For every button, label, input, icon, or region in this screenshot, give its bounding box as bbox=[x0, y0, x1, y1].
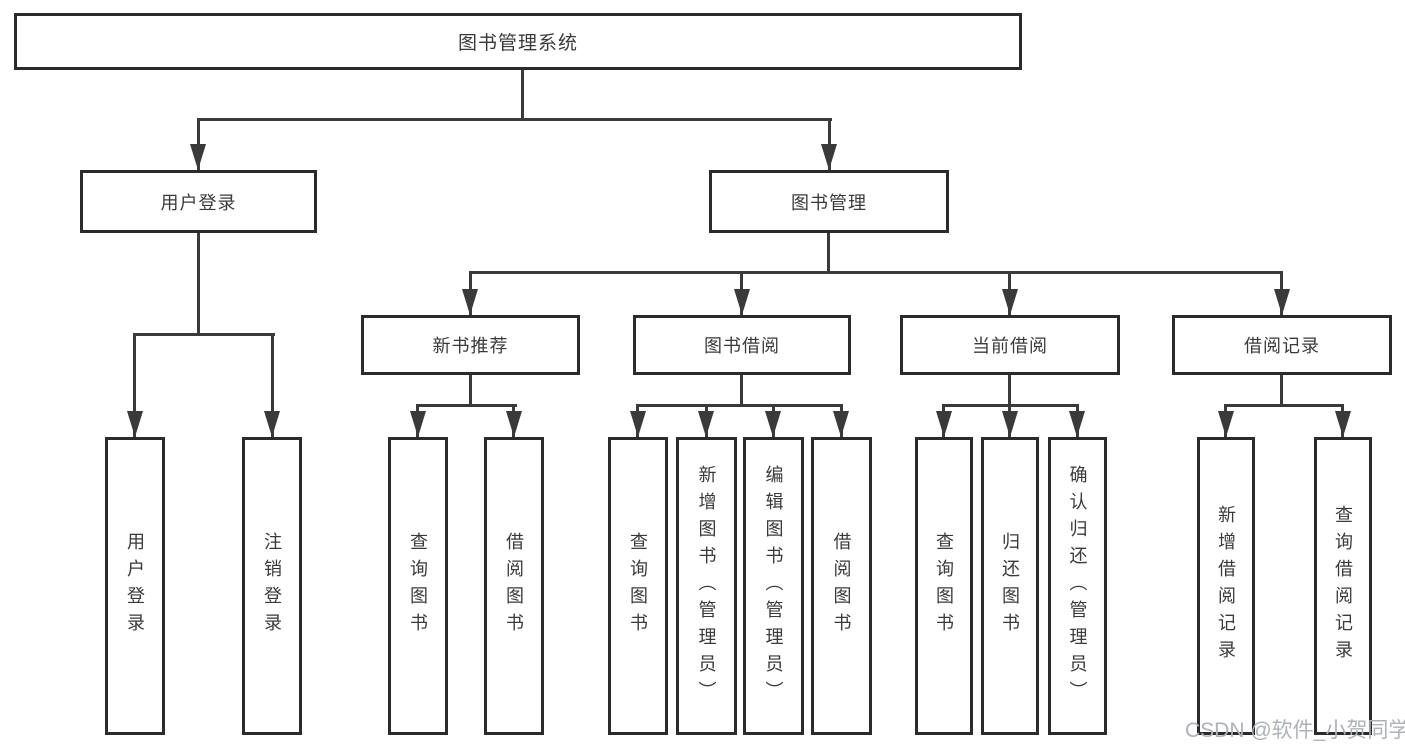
connector-arrowhead bbox=[190, 144, 206, 170]
node-label: 新增图书（管理员） bbox=[696, 464, 717, 708]
node-label: 新书推荐 bbox=[432, 336, 509, 356]
connector-line bbox=[740, 375, 743, 406]
leaf-confirm-return-admin: 确认归还（管理员） bbox=[1048, 437, 1107, 735]
node-label: 归还图书 bbox=[1000, 532, 1020, 640]
node-label: 新增借阅记录 bbox=[1216, 505, 1236, 667]
node-label: 确认归还（管理员） bbox=[1067, 464, 1088, 708]
connector-arrowhead bbox=[1069, 411, 1085, 437]
leaf-query-borrow-record: 查询借阅记录 bbox=[1314, 437, 1372, 735]
connector-arrowhead bbox=[410, 411, 426, 437]
connector-line bbox=[133, 333, 275, 336]
leaf-query-books-recommendation: 查询图书 bbox=[388, 437, 448, 735]
leaf-borrow-books-recommendation: 借阅图书 bbox=[484, 437, 544, 735]
leaf-query-books-borrowing: 查询图书 bbox=[608, 437, 668, 735]
node-label: 借阅图书 bbox=[504, 532, 524, 640]
node-label: 借阅记录 bbox=[1244, 336, 1320, 356]
node-book-management: 图书管理 bbox=[709, 170, 949, 233]
node-label: 查询图书 bbox=[934, 532, 954, 640]
connector-line bbox=[197, 118, 832, 121]
leaf-logout-login: 注销登录 bbox=[242, 437, 302, 735]
node-label: 借阅图书 bbox=[831, 532, 852, 640]
connector-arrowhead bbox=[936, 411, 952, 437]
node-label: 注销登录 bbox=[262, 532, 282, 640]
connector-arrowhead bbox=[630, 411, 646, 437]
leaf-return-books: 归还图书 bbox=[981, 437, 1039, 735]
csdn-watermark: CSDN @软件_小贺同学 bbox=[1185, 719, 1405, 742]
connector-arrowhead bbox=[1218, 411, 1234, 437]
connector-line bbox=[521, 70, 524, 120]
node-label: 图书管理 bbox=[791, 192, 867, 213]
connector-line bbox=[1224, 404, 1344, 407]
connector-arrowhead bbox=[698, 411, 714, 437]
connector-line bbox=[469, 271, 1283, 274]
connector-line bbox=[1008, 375, 1011, 406]
node-label: 用户登录 bbox=[125, 532, 145, 640]
connector-arrowhead bbox=[1002, 289, 1018, 315]
node-label: 当前借阅 bbox=[972, 336, 1048, 356]
leaf-add-borrow-record: 新增借阅记录 bbox=[1197, 437, 1255, 735]
node-label: 图书管理系统 bbox=[457, 33, 578, 54]
node-user-login: 用户登录 bbox=[80, 170, 317, 233]
node-label: 用户登录 bbox=[160, 192, 237, 213]
connector-line bbox=[197, 233, 200, 336]
node-label: 编辑图书（管理员） bbox=[763, 464, 784, 708]
leaf-borrow-books-borrowing: 借阅图书 bbox=[811, 437, 872, 735]
connector-line bbox=[636, 404, 843, 407]
node-new-book-recommendation: 新书推荐 bbox=[361, 315, 580, 375]
connector-arrowhead bbox=[1335, 411, 1351, 437]
connector-arrowhead bbox=[734, 289, 750, 315]
connector-line bbox=[827, 233, 830, 273]
node-library-management-system: 图书管理系统 bbox=[14, 13, 1022, 70]
node-label: 查询图书 bbox=[408, 532, 428, 640]
node-borrowing-records: 借阅记录 bbox=[1172, 315, 1392, 375]
connector-arrowhead bbox=[264, 411, 280, 437]
connector-arrowhead bbox=[462, 289, 478, 315]
connector-arrowhead bbox=[1274, 289, 1290, 315]
connector-line bbox=[271, 333, 274, 437]
connector-arrowhead bbox=[127, 411, 143, 437]
node-label: 查询借阅记录 bbox=[1333, 505, 1353, 667]
connector-arrowhead bbox=[1002, 411, 1018, 437]
leaf-query-books-current: 查询图书 bbox=[915, 437, 973, 735]
leaf-user-login: 用户登录 bbox=[105, 437, 165, 735]
node-current-borrowing: 当前借阅 bbox=[900, 315, 1120, 375]
node-book-borrowing: 图书借阅 bbox=[633, 315, 851, 375]
connector-arrowhead bbox=[765, 411, 781, 437]
connector-arrowhead bbox=[506, 411, 522, 437]
leaf-add-book-admin: 新增图书（管理员） bbox=[676, 437, 737, 735]
leaf-edit-book-admin: 编辑图书（管理员） bbox=[743, 437, 804, 735]
connector-arrowhead bbox=[821, 144, 837, 170]
connector-line bbox=[1280, 375, 1283, 406]
connector-line bbox=[133, 333, 136, 437]
connector-line bbox=[469, 375, 472, 406]
node-label: 查询图书 bbox=[628, 532, 648, 640]
connector-arrowhead bbox=[833, 411, 849, 437]
node-label: 图书借阅 bbox=[704, 336, 780, 356]
connector-line bbox=[416, 404, 517, 407]
